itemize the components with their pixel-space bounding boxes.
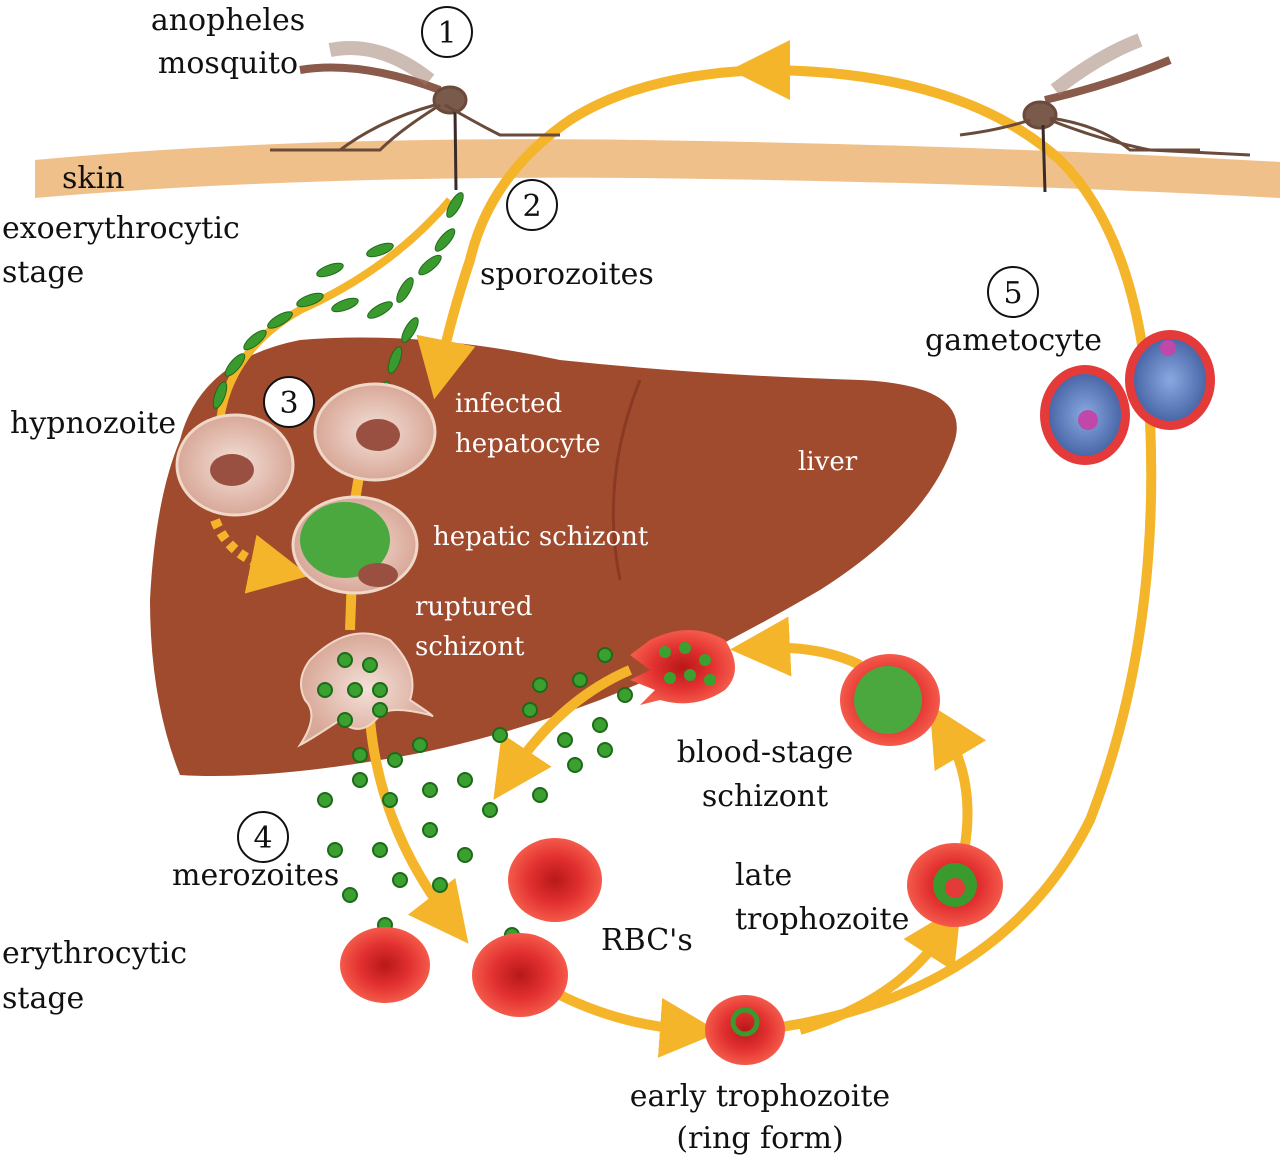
hepatic-schizont-cell	[291, 495, 419, 595]
outer-cycle-arrow	[730, 40, 1157, 1035]
mosquito-right	[959, 33, 1251, 193]
exoerythrocytic-label-line1: exoerythrocytic	[2, 211, 240, 246]
sporozoites-label: sporozoites	[480, 257, 654, 292]
ruptured-schizont-label-line1: ruptured	[415, 592, 532, 622]
liver-label: liver	[798, 447, 858, 477]
late-trophozoite-label-line1: late	[735, 858, 792, 893]
skin-label: skin	[62, 161, 125, 196]
ruptured-schizont-label-line2: schizont	[415, 632, 525, 662]
step-1-circle	[421, 6, 473, 58]
erythrocytic-label-line1: erythrocytic	[2, 936, 187, 971]
sporozoite-trail	[216, 197, 454, 421]
step-4-circle	[237, 811, 289, 863]
early-trophozoite-label-line2: (ring form)	[676, 1121, 843, 1156]
step-3-number: 3	[279, 386, 298, 421]
inner-cycle-arrow-2	[929, 704, 987, 846]
infected-hepatocyte-label-line2: hepatocyte	[455, 429, 600, 459]
early-trophozoite-label-line1: early trophozoite	[630, 1079, 890, 1114]
skin-band	[35, 139, 1280, 198]
merozoite-path	[365, 719, 469, 944]
blood-stage-schizont-cell	[840, 654, 940, 746]
infected-hepatocyte-label-line1: infected	[455, 389, 562, 419]
merozoite-reinvasion-arrow	[493, 665, 632, 800]
rbc-to-early-arrow	[557, 990, 720, 1058]
mosquito-label-line2: mosquito	[158, 46, 298, 81]
merozoites-label: merozoites	[172, 858, 339, 893]
rbcs-label: RBC's	[601, 923, 693, 958]
hypnozoite-cell	[175, 413, 295, 517]
late-trophozoite-cell	[907, 843, 1003, 927]
blood-stage-schizont-label-line2: schizont	[702, 779, 828, 814]
gametocytes-group	[1040, 330, 1215, 465]
hypnozoite-label: hypnozoite	[10, 406, 176, 441]
hypnozoite-dashed-arrow	[210, 518, 310, 594]
infected-hepatocyte-cell	[313, 382, 437, 482]
mosquito-left	[270, 41, 560, 191]
step-2-circle	[506, 179, 558, 231]
step-3-circle	[263, 376, 315, 428]
inner-cycle-arrow-1	[798, 904, 962, 1035]
step-1-number: 1	[437, 16, 456, 51]
step-markers	[237, 6, 1039, 863]
erythrocytic-label-line2: stage	[2, 981, 84, 1016]
step-5-circle	[987, 266, 1039, 318]
blood-stage-schizont-label-line1: blood-stage	[677, 735, 854, 770]
top-arrow-to-skin	[416, 65, 761, 400]
step-4-number: 4	[253, 821, 272, 856]
rupturing-rbc-cell	[630, 630, 735, 705]
rbc-group	[340, 838, 602, 1017]
liver-lobe-line	[611, 379, 642, 581]
early-trophozoite-cell	[705, 995, 785, 1065]
gametocyte-label: gametocyte	[925, 323, 1102, 358]
mosquito-label-line1: anopheles	[151, 3, 305, 38]
exoerythrocytic-label-line2: stage	[2, 255, 84, 290]
merozoites-group	[317, 647, 633, 943]
late-trophozoite-label-line2: trophozoite	[735, 902, 909, 937]
hepatic-schizont-label: hepatic schizont	[433, 522, 649, 552]
sporozoites-group	[212, 192, 464, 445]
step-2-number: 2	[522, 189, 541, 224]
inner-cycle-arrow-3	[730, 616, 863, 677]
step-5-number: 5	[1003, 276, 1022, 311]
